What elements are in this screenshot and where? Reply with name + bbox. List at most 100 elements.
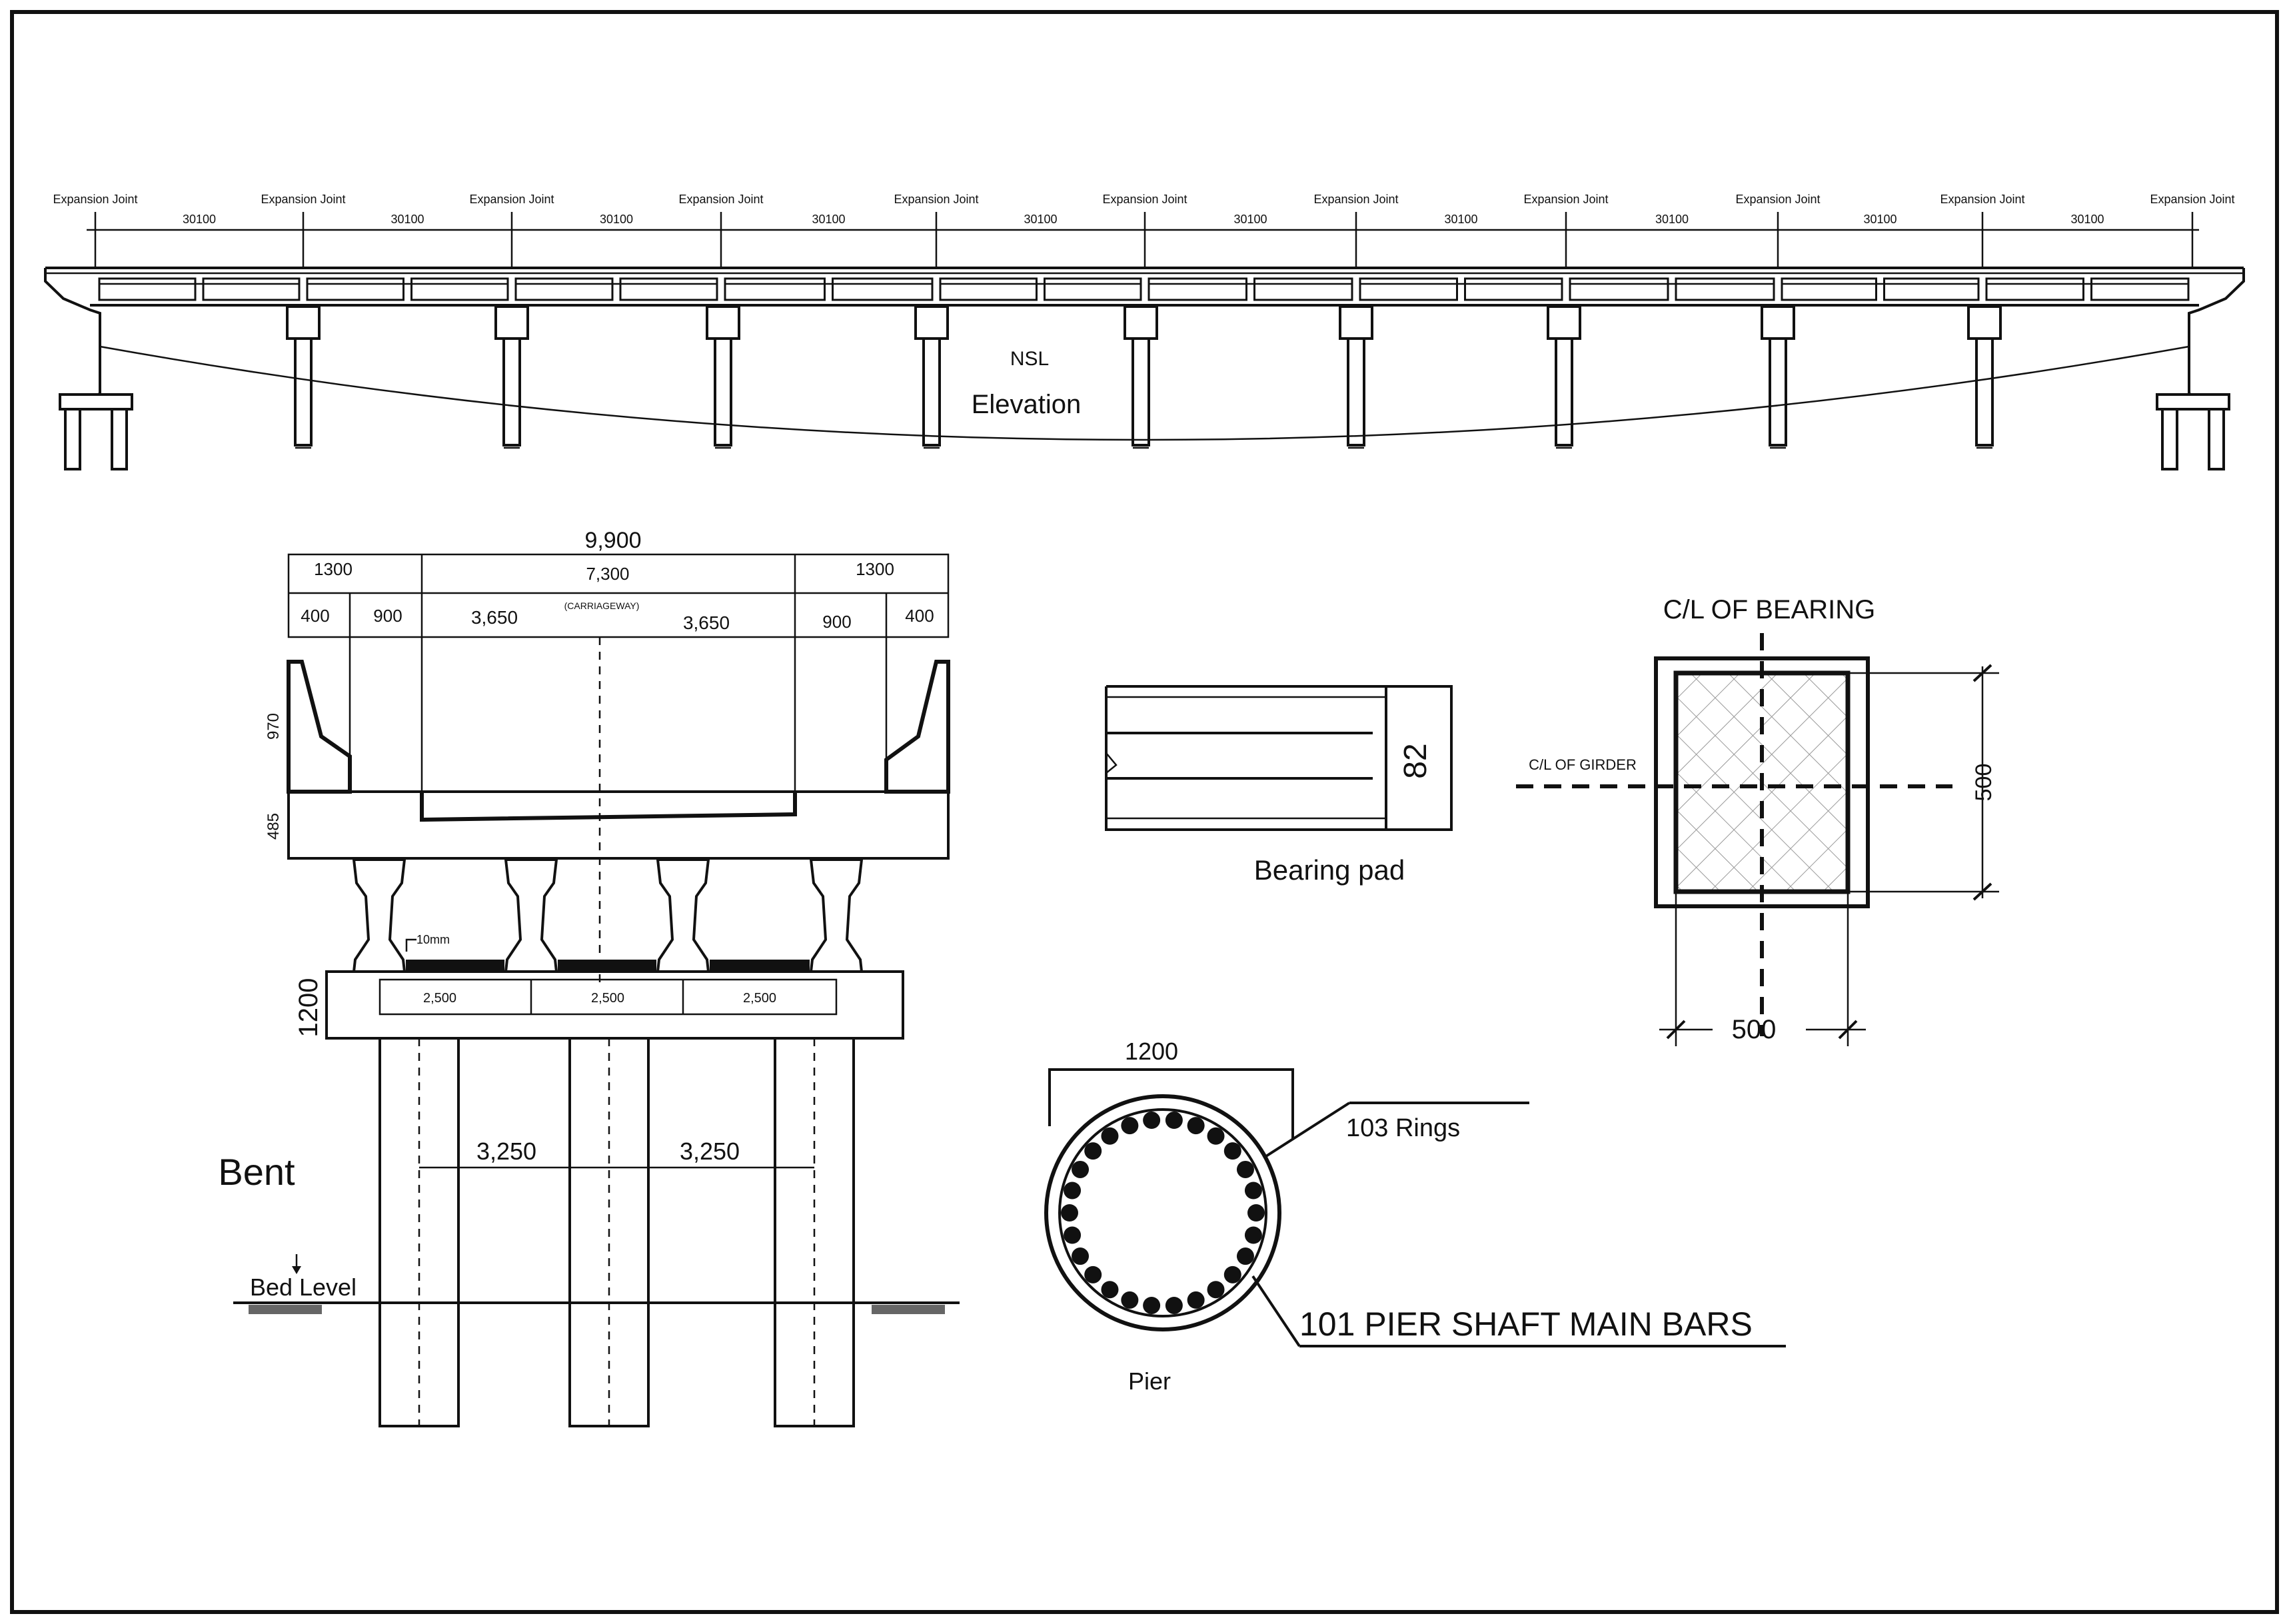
- main-bar-dot: [1143, 1112, 1161, 1130]
- girder-panel: [1781, 277, 1877, 301]
- pier-column: [502, 337, 521, 446]
- bearing-outer-plate: [1654, 656, 1870, 908]
- main-bar-dot: [1072, 1160, 1090, 1178]
- girder-panel: [1985, 277, 2084, 301]
- span-length-label: 30100: [183, 213, 216, 226]
- pier-column: [922, 337, 941, 446]
- span-length-label: 30100: [390, 213, 424, 226]
- right-parapet: [884, 660, 950, 794]
- ground-hatch-right: [872, 1305, 945, 1314]
- parapet-right-width: 400: [905, 606, 934, 626]
- pier-column: [1769, 337, 1787, 446]
- footpath-right-width: 900: [822, 612, 851, 632]
- pad-thickness-bracket: [1386, 685, 1453, 831]
- right-abutment-pile-2: [2208, 408, 2225, 470]
- girder-panel: [1044, 277, 1142, 301]
- expansion-joint-label: Expansion Joint: [1735, 193, 1820, 206]
- main-bar-dot: [1207, 1127, 1225, 1145]
- right-abutment: [2188, 268, 2245, 401]
- main-bar-dot: [1165, 1296, 1183, 1314]
- bed-level-label: Bed Level: [250, 1273, 357, 1301]
- girder-panel: [98, 277, 197, 301]
- nsl-label: NSL: [1010, 348, 1049, 370]
- girder-spacing-2: 2,500: [591, 991, 624, 1006]
- main-bar-dot: [1061, 1204, 1078, 1221]
- girder-panel: [1883, 277, 1980, 301]
- right-abutment-pile-cap: [2156, 393, 2230, 410]
- main-bar-dot: [1121, 1291, 1139, 1309]
- girder-panel: [1147, 277, 1247, 301]
- main-bar-dot: [1244, 1226, 1262, 1244]
- main-bar-dot: [1236, 1160, 1254, 1178]
- girder-panel: [514, 277, 614, 301]
- pier-cap-block: [1339, 305, 1373, 340]
- bottom-dim-tick-right: [1838, 1020, 1858, 1040]
- expansion-joint-label: Expansion Joint: [678, 193, 763, 206]
- span-length-label: 30100: [1863, 213, 1897, 226]
- pier-ring-circle: [1058, 1108, 1267, 1317]
- main-bar-dot: [1101, 1127, 1119, 1145]
- pier-outer-circle: [1044, 1094, 1281, 1331]
- pier-cap-block: [1967, 305, 2002, 340]
- span-length-label: 30100: [1444, 213, 1477, 226]
- span-length-label: 30100: [2070, 213, 2104, 226]
- main-bar-dot: [1223, 1265, 1241, 1283]
- deck-slab: [287, 790, 950, 860]
- main-bar-dot: [1187, 1291, 1205, 1309]
- expansion-joint-label: Expansion Joint: [894, 193, 978, 206]
- pier-column: [1555, 337, 1573, 446]
- rings-label: 103 Rings: [1346, 1114, 1460, 1142]
- girder-panel: [306, 277, 404, 301]
- pad-thickness-note: 10mm: [416, 933, 450, 946]
- span-length-label: 30100: [1655, 213, 1689, 226]
- bed-level-arrow-icon: [292, 1266, 301, 1274]
- pier-cap-depth: 1200: [294, 978, 323, 1038]
- carriageway-note: (CARRIAGEWAY): [564, 600, 640, 611]
- main-bars-leader: [1251, 1275, 1301, 1347]
- main-bar-dot: [1207, 1281, 1225, 1299]
- pier-column: [294, 337, 313, 446]
- bearing-pad-title: Bearing pad: [1254, 854, 1405, 886]
- main-bar-dot: [1223, 1142, 1241, 1160]
- left-abutment-pile-1: [64, 408, 81, 470]
- girder-panel: [1464, 277, 1563, 301]
- girder-spacing-1: 2,500: [423, 991, 456, 1006]
- main-bar-dot: [1101, 1281, 1119, 1299]
- bridge-elevation: Expansion Joint Expansion Joint Expansion …: [44, 193, 2245, 470]
- girder-panel: [1569, 277, 1669, 301]
- elevation-title: Elevation: [972, 390, 1082, 419]
- deck-depth-dim: 485: [265, 813, 283, 840]
- footpath-left-dim: 1300: [314, 559, 353, 579]
- span-length-label: 30100: [812, 213, 845, 226]
- girder-panel: [724, 277, 826, 301]
- bent-title: Bent: [218, 1151, 295, 1193]
- pier-cap-block: [706, 305, 740, 340]
- main-bar-dot: [1187, 1117, 1205, 1135]
- bearing-plan-detail: C/L OF BEARING C/L OF GIRDER 500 500: [1516, 595, 1999, 1046]
- span-length-label: 30100: [1233, 213, 1267, 226]
- parapet-left-width: 400: [301, 606, 329, 626]
- girder-panel: [1359, 277, 1458, 301]
- pier-column: [1347, 337, 1365, 446]
- bearing-bottom-dim: 500: [1732, 1015, 1777, 1044]
- expansion-joint-label: Expansion Joint: [53, 193, 137, 206]
- pier-column: [714, 337, 732, 446]
- pier-section-detail: 1200 103 Rings 101 PIER SHAFT MAIN BARS …: [1044, 1038, 1786, 1395]
- girder-spacing-3: 2,500: [743, 991, 776, 1006]
- rings-leader: [1265, 1102, 1351, 1158]
- girder-spacing-strip: [379, 978, 838, 1016]
- main-bar-dot: [1072, 1247, 1090, 1265]
- pier-column: [1132, 337, 1150, 446]
- bearing-pad-block: [558, 960, 656, 972]
- carriageway-surface: [420, 792, 797, 822]
- expansion-joint-label: Expansion Joint: [261, 193, 345, 206]
- pier-cap-block: [286, 305, 321, 340]
- left-abutment-pile-cap: [59, 393, 133, 410]
- pad-break-mark: [1106, 752, 1118, 774]
- girder-panel: [1675, 277, 1775, 301]
- expansion-joint-label: Expansion Joint: [1102, 193, 1187, 206]
- parapet-height-dim: 970: [265, 713, 283, 740]
- expansion-joint-label: Expansion Joint: [1523, 193, 1608, 206]
- expansion-joint-label: Expansion Joint: [1313, 193, 1398, 206]
- ground-hatch-left: [249, 1305, 322, 1314]
